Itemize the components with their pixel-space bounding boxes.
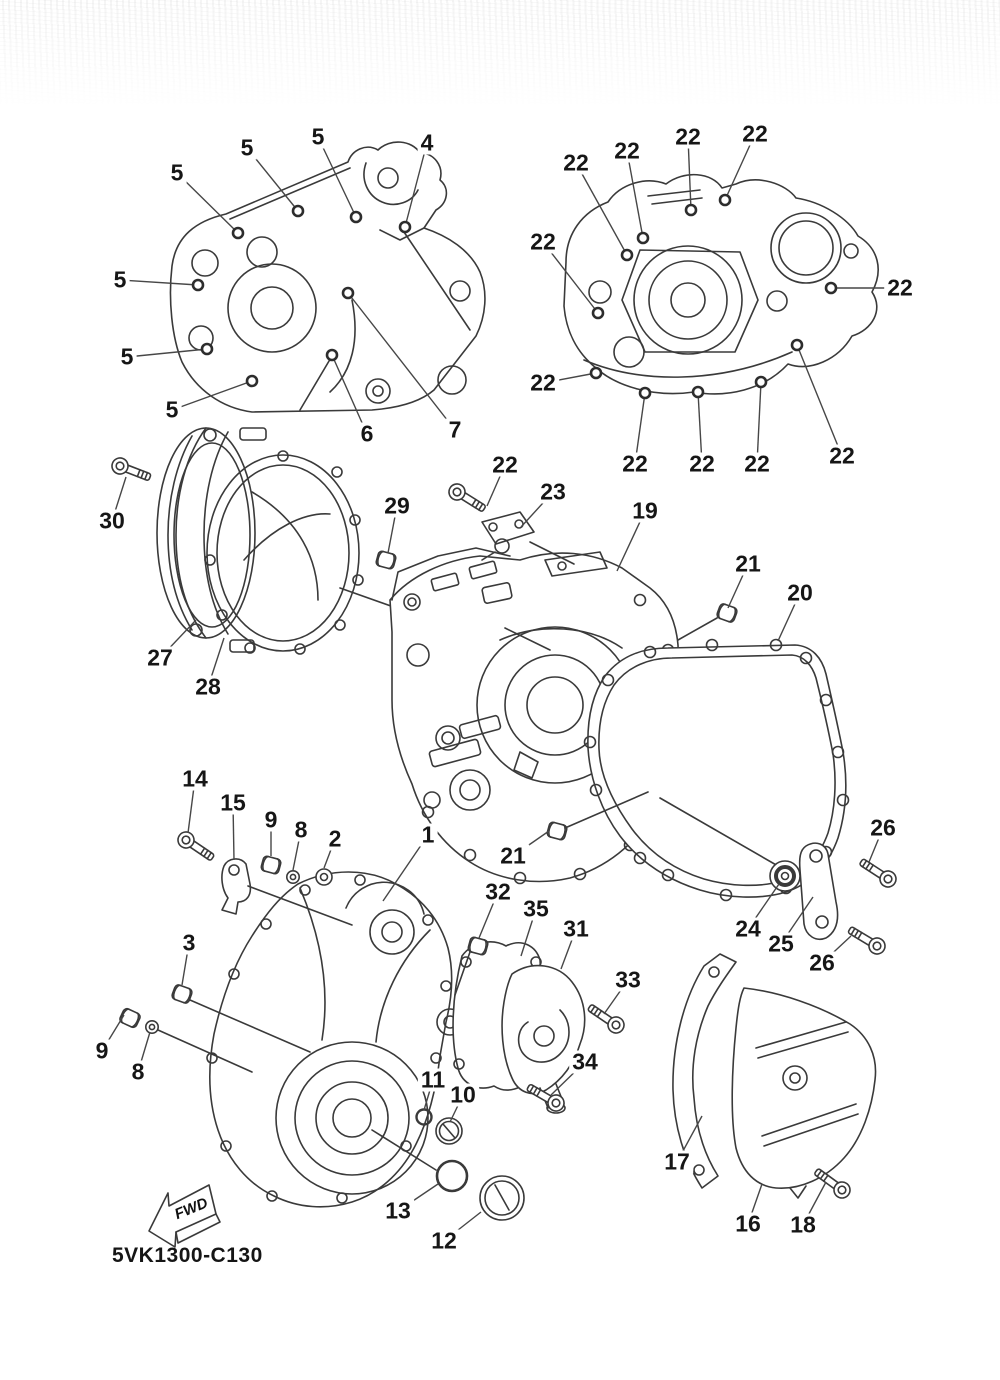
- leader-line-22: [626, 150, 644, 239]
- bolt-point-5: [191, 278, 205, 292]
- leader-line-22: [486, 464, 506, 507]
- leader-line-22: [575, 162, 628, 256]
- bolt-point-5: [245, 374, 259, 388]
- leader-line-22: [542, 372, 597, 384]
- grommet-2-icon: [315, 868, 333, 886]
- fwd-arrow: FWD: [148, 1184, 221, 1248]
- leader-line-9: [101, 1014, 125, 1052]
- bolt-point-22: [790, 338, 804, 352]
- leader-line-22: [756, 381, 762, 465]
- leader-line-4: [404, 142, 428, 228]
- leader-line-5: [119, 279, 199, 286]
- leader-line-1: [382, 834, 429, 902]
- leader-line-21: [512, 830, 550, 857]
- water-pump-art: [452, 941, 586, 1114]
- leader-line-7: [347, 292, 456, 431]
- plug-12-art: [479, 1175, 525, 1221]
- leader-line-31: [560, 928, 577, 970]
- leader-line-12: [443, 1211, 482, 1242]
- bolt-point-22: [718, 193, 732, 207]
- bolt-point-6: [325, 348, 339, 362]
- leader-line-22: [634, 392, 646, 465]
- bolt-point-22: [691, 385, 705, 399]
- bolt-point-5: [349, 210, 363, 224]
- bolt-point-22: [589, 366, 603, 380]
- leader-line-20: [777, 592, 801, 642]
- bolt-point-4: [398, 220, 412, 234]
- bolt-point-22: [620, 248, 634, 262]
- leader-line-10: [449, 1094, 464, 1123]
- bracket-25-art: [798, 842, 839, 940]
- bolt-point-5: [200, 342, 214, 356]
- leader-line-5: [171, 380, 253, 411]
- leader-line-3: [181, 942, 190, 986]
- leader-line-22: [724, 133, 756, 201]
- leader-line-8: [292, 829, 302, 871]
- sensor-23-art: [481, 511, 575, 565]
- crankcase-cover-left-art: [169, 141, 486, 413]
- diagram-part-code: 5VK1300-C130: [112, 1244, 263, 1267]
- o-ring-13-icon: [435, 1159, 469, 1193]
- leader-line-28: [207, 637, 225, 688]
- generator-cover-1-art: [206, 871, 464, 1208]
- leader-line-2: [323, 838, 336, 869]
- leader-line-33: [603, 979, 629, 1015]
- bolt-point-22: [638, 386, 652, 400]
- leader-line-5: [246, 147, 299, 212]
- bolt-point-22: [824, 281, 838, 295]
- leader-line-6: [331, 354, 368, 435]
- leader-line-5: [176, 172, 239, 234]
- leader-line-26: [868, 827, 884, 863]
- bolt-point-22: [684, 203, 698, 217]
- leader-line-14: [187, 778, 196, 834]
- leader-line-25: [780, 896, 814, 945]
- leader-line-23: [520, 491, 554, 528]
- leader-line-24: [747, 883, 780, 930]
- gasket-20-art: [583, 638, 850, 902]
- cover-16-art: [731, 987, 877, 1199]
- protector-17-art: [672, 953, 737, 1189]
- bolt-point-5: [291, 204, 305, 218]
- leader-line-18: [802, 1181, 827, 1226]
- leader-line-19: [616, 510, 646, 572]
- leader-line-22: [697, 391, 703, 465]
- leader-line-30: [111, 476, 127, 522]
- leader-line-13: [397, 1183, 439, 1212]
- oil-seal-24-icon: [659, 797, 801, 892]
- bolt-point-7: [341, 286, 355, 300]
- leader-line-29: [387, 505, 398, 554]
- leader-line-34: [550, 1061, 586, 1096]
- plug-10-art: [435, 1117, 463, 1145]
- crankcase-right-art: [563, 173, 879, 395]
- clutch-housing-27-art: [156, 427, 267, 653]
- leader-line-8: [137, 1031, 151, 1073]
- lever-15-art: [221, 858, 353, 926]
- bolt-point-22: [636, 231, 650, 245]
- leader-line-15: [232, 802, 235, 861]
- leader-line-17: [676, 1115, 703, 1163]
- leader-line-22: [687, 136, 692, 211]
- leader-line-32: [478, 891, 499, 939]
- leader-line-22: [542, 241, 599, 314]
- leader-line-11: [423, 1079, 434, 1111]
- leader-line-35: [520, 908, 537, 957]
- bolt-point-22: [591, 306, 605, 320]
- leader-line-27: [159, 619, 197, 659]
- leader-line-5: [317, 136, 357, 218]
- bolt-point-22: [754, 375, 768, 389]
- leader-line-26: [821, 935, 852, 964]
- leader-line-22: [796, 344, 843, 457]
- leader-line-5: [126, 348, 208, 358]
- bolt-point-5: [231, 226, 245, 240]
- leader-line-21: [727, 563, 749, 609]
- leader-line-16: [747, 1183, 763, 1225]
